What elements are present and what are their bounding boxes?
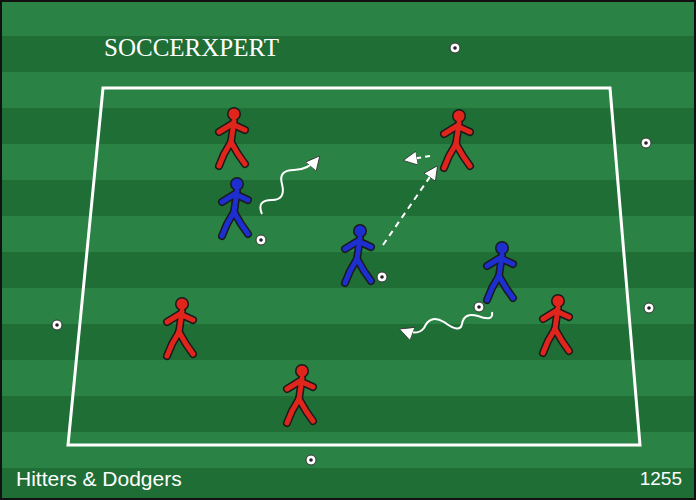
drill-number-holder: 1255 [640,469,682,490]
player-figure [543,294,569,353]
pass-path [406,156,430,160]
player-figure [444,109,470,168]
drill-title: Hitters & Dodgers [16,467,182,490]
player-figure [345,224,371,283]
balls [52,43,654,465]
dribble-path [260,158,318,214]
dribble-path [402,312,492,333]
player-figure [222,177,248,236]
player-figure [487,241,513,300]
brand-logo-holder: SOCCERXPERT [104,34,279,62]
drill-title-holder: Hitters & Dodgers [16,467,182,490]
drill-number: 1255 [640,469,682,490]
player-figure [287,364,313,423]
field-boundary [68,88,640,445]
red-players [167,107,569,423]
player-figure [167,297,193,356]
player-figure [219,107,245,166]
movement-arrows [260,156,492,333]
pass-path [383,168,436,245]
blue-players [222,177,513,300]
brand-logo: SOCCERXPERT [104,34,279,62]
